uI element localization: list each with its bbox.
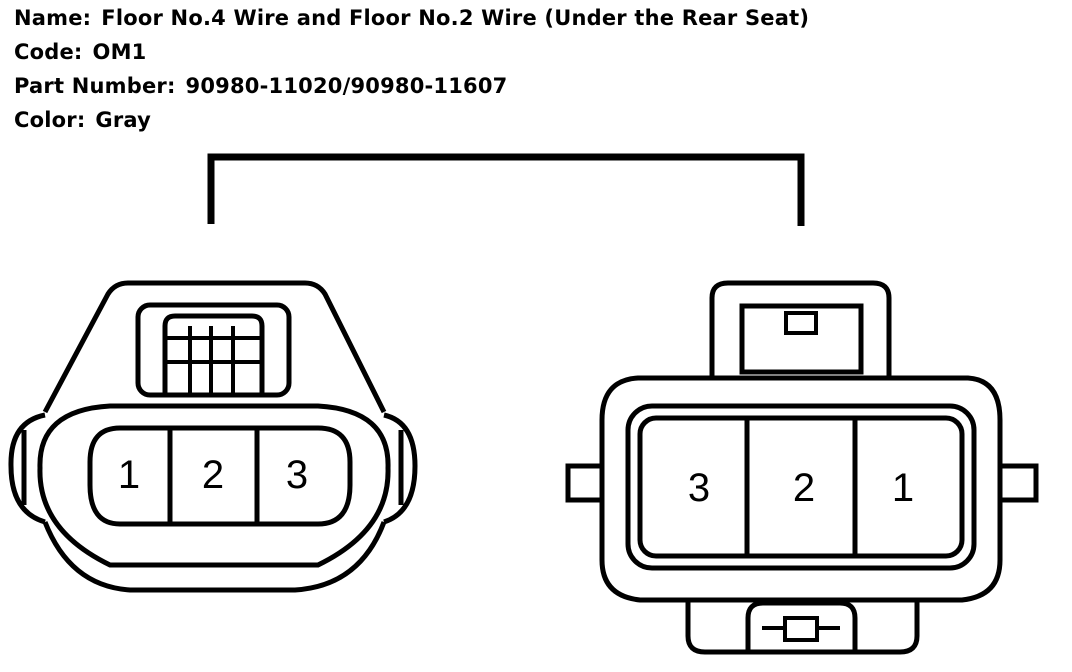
connector-name: Name: Floor No.4 Wire and Floor No.2 Wire… [14, 6, 809, 30]
name-label: Name: [14, 6, 92, 30]
right-pin-2-label: 2 [793, 466, 815, 510]
right-connector [565, 280, 1039, 655]
left-pin-1-label: 1 [118, 453, 140, 497]
right-pin-1-label: 1 [892, 466, 914, 510]
code-value: OM1 [92, 40, 147, 64]
left-pin-3-label: 3 [286, 453, 308, 497]
connector-code: Code: OM1 [14, 40, 146, 64]
color-label: Color: [14, 108, 86, 132]
part-number: Part Number: 90980-11020/90980-11607 [14, 74, 508, 98]
color-value: Gray [95, 108, 152, 132]
right-pin-3-label: 3 [688, 466, 710, 510]
part-number-label: Part Number: [14, 74, 176, 98]
name-value: Floor No.4 Wire and Floor No.2 Wire (Und… [101, 6, 810, 30]
left-pin-2-label: 2 [202, 453, 224, 497]
part-number-value: 90980-11020/90980-11607 [185, 74, 508, 98]
connector-color: Color: Gray [14, 108, 151, 132]
left-cavity: 1 2 3 [87, 425, 353, 527]
code-label: Code: [14, 40, 83, 64]
right-cavity: 3 2 1 [625, 403, 977, 571]
mating-bracket [207, 153, 805, 226]
left-connector [8, 280, 418, 593]
